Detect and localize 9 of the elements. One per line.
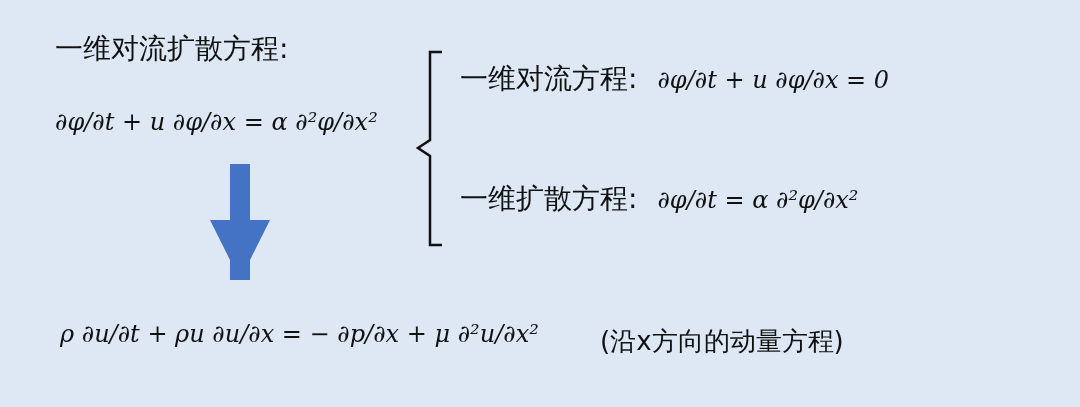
equation: ∂φ/∂t + u ∂φ/∂x = α ∂²φ/∂x²: [55, 108, 378, 136]
equation-heading: 一维扩散方程:: [460, 181, 638, 217]
equation: ∂φ/∂t + u ∂φ/∂x = 0: [657, 66, 890, 94]
equation: ∂φ/∂t = α ∂²φ/∂x²: [657, 186, 859, 214]
arrow: [210, 164, 270, 280]
equation-heading: 一维对流方程:: [460, 61, 638, 97]
equation: ρ ∂u/∂t + ρu ∂u/∂x = − ∂p/∂x + μ ∂²u/∂x²: [60, 320, 539, 348]
equation-heading: 一维对流扩散方程:: [55, 31, 289, 67]
equation-note: (沿x方向的动量方程): [600, 325, 844, 358]
